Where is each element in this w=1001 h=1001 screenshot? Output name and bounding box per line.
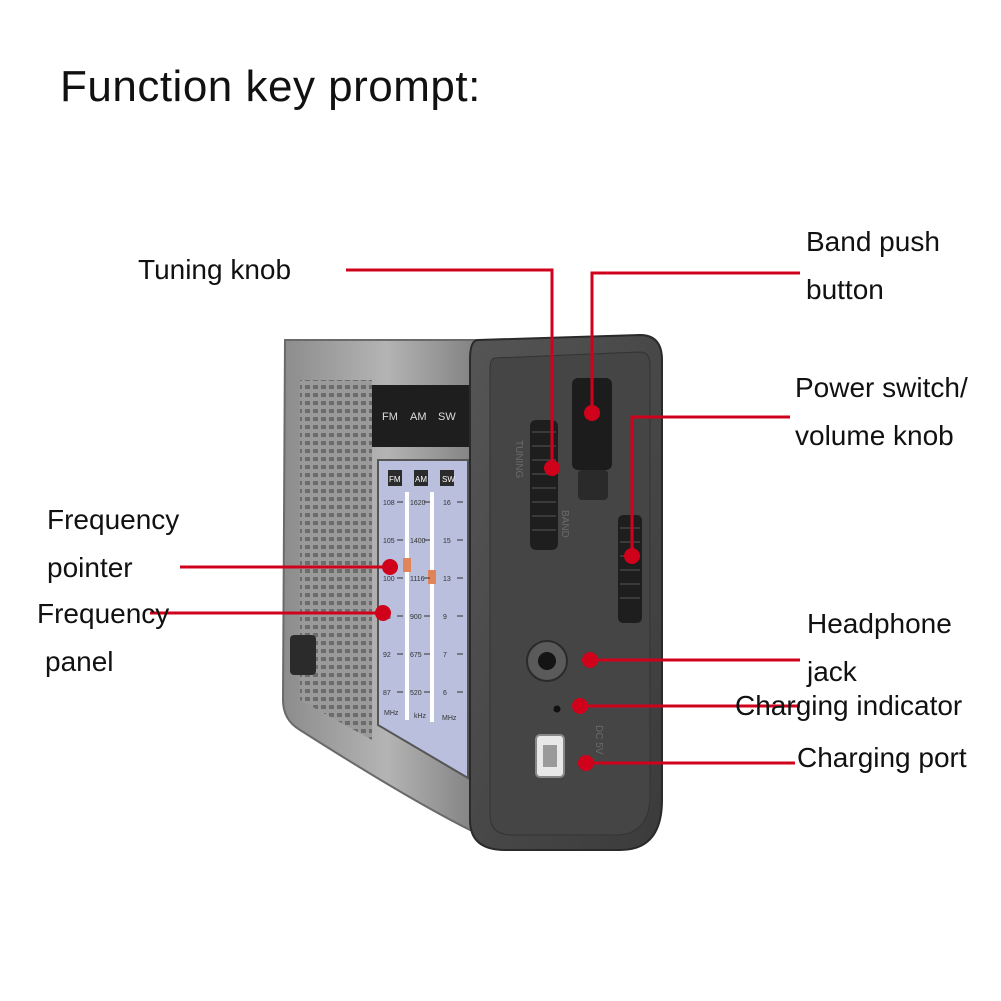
frequency-panel: [377, 459, 469, 780]
label-power-switch: Power switch/ volume knob: [795, 372, 968, 451]
display-am: AM: [410, 411, 427, 423]
callout-lines: [150, 268, 800, 765]
callout-dots: [375, 405, 640, 771]
svg-text:MHz: MHz: [384, 710, 399, 717]
svg-text:FM: FM: [389, 475, 401, 484]
speaker-grille: [300, 380, 372, 740]
scale-fm-tick: 105: [383, 538, 395, 545]
display-fm: FM: [382, 411, 398, 423]
radio-front: FM AM SW FM AM SW 108105100969287 162014…: [281, 339, 491, 831]
display-sw: SW: [438, 411, 456, 423]
scale-am-tick: 1620: [410, 500, 426, 507]
svg-text:DC 5V: DC 5V: [593, 725, 604, 755]
label-headphone-jack: Headphone jack: [807, 608, 952, 687]
scale-am-tick: 675: [410, 652, 422, 659]
scale-sw-tick: 16: [443, 500, 451, 507]
svg-text:BAND: BAND: [559, 510, 570, 538]
frequency-pointer-marker: [403, 558, 411, 572]
label-band-push-button: Band push button: [806, 226, 940, 305]
label-frequency-panel: Frequency panel: [37, 598, 170, 677]
lcd-display: [372, 385, 470, 447]
scale-sw-tick: 6: [443, 690, 447, 697]
label-charging-indicator: Charging indicator: [735, 690, 963, 721]
svg-text:TUNING: TUNING: [513, 440, 524, 479]
svg-text:kHz: kHz: [414, 713, 427, 720]
scale-sw-tick: 13: [443, 576, 451, 583]
scale-am-tick: 520: [410, 690, 422, 697]
scale-sw-tick: 9: [443, 614, 447, 621]
svg-text:AM: AM: [415, 475, 427, 484]
scale-am-tick: 1116: [410, 576, 425, 583]
band-push-button: [572, 378, 612, 470]
svg-text:SW: SW: [442, 475, 455, 484]
scale-fm-tick: 87: [383, 690, 391, 697]
led-badge: [290, 635, 316, 675]
label-charging-port: Charging port: [797, 742, 967, 773]
label-tuning-knob: Tuning knob: [138, 254, 292, 285]
scale-fm-tick: 100: [383, 576, 395, 583]
scale-fm-tick: 108: [383, 500, 395, 507]
scale-sw-tick: 15: [443, 538, 451, 545]
scale-fm-tick: 92: [383, 652, 391, 659]
svg-text:MHz: MHz: [442, 715, 457, 722]
scale-sw-tick: 7: [443, 652, 447, 659]
charging-indicator-led: [553, 705, 561, 713]
scale-am-tick: 900: [410, 614, 422, 621]
scale-am-tick: 1400: [410, 538, 426, 545]
label-frequency-pointer: Frequency pointer: [47, 504, 180, 583]
radio-side: TUNING BAND DC 5V: [469, 333, 663, 851]
page-title: Function key prompt:: [60, 62, 481, 111]
